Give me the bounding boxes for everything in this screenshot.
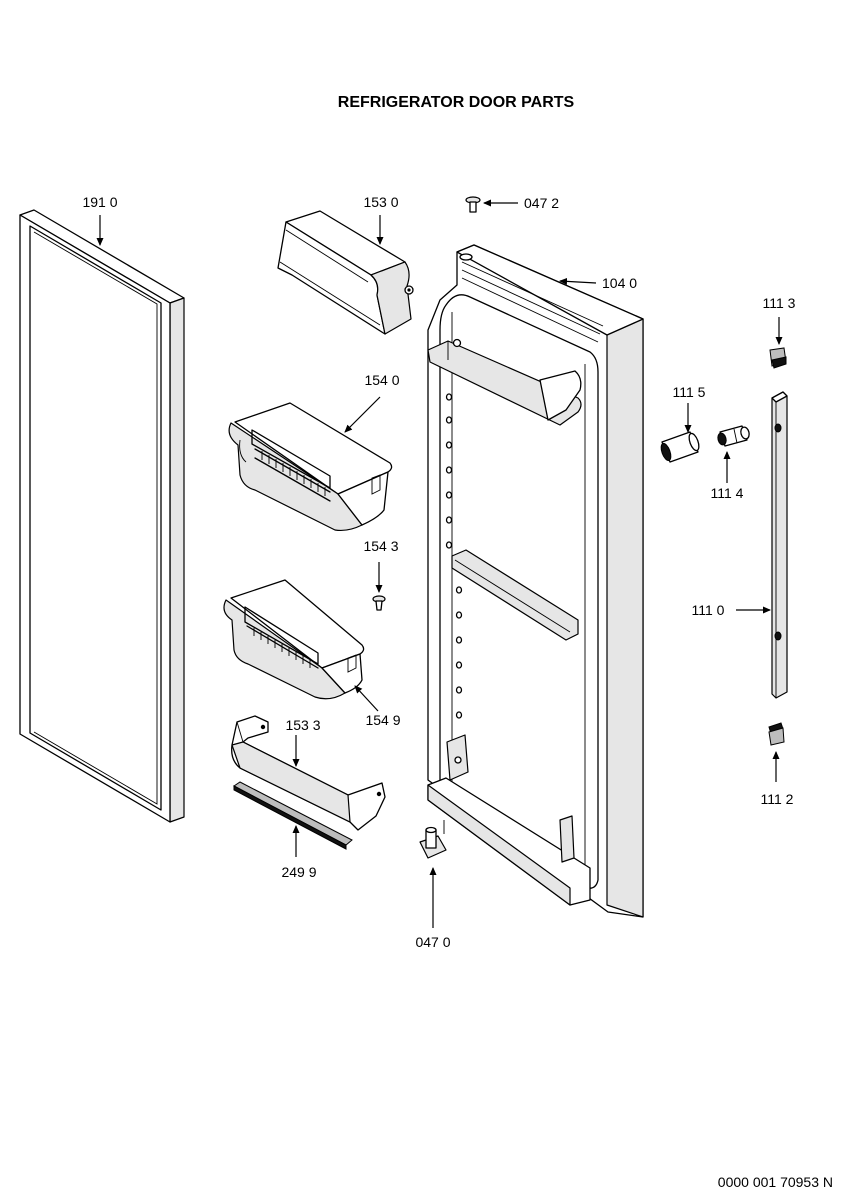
label-handle-end-cap-top: 111 3 [763, 295, 796, 311]
leader-154-0 [344, 396, 381, 433]
label-shelf-trim: 249 9 [281, 864, 316, 880]
label-hinge-pin: 047 0 [415, 934, 450, 950]
label-door-assembly: 104 0 [602, 275, 637, 291]
label-handle-spacer: 111 4 [711, 485, 744, 501]
door-assembly-drawing [427, 244, 644, 918]
label-door-bin-upper: 154 0 [364, 372, 399, 388]
door-cover-drawing [277, 210, 414, 335]
door-gasket-drawing [19, 209, 185, 823]
handle-bushing-drawing [660, 431, 700, 463]
label-handle-bushing: 111 5 [673, 384, 706, 400]
handle-end-cap-top-drawing [769, 347, 787, 369]
door-handle-drawing [771, 391, 788, 699]
label-screw-top: 047 2 [524, 195, 559, 211]
bin-clip-drawing [372, 595, 386, 611]
label-handle-end-cap-bottom: 111 2 [761, 791, 794, 807]
upper-door-bin-drawing [228, 402, 393, 532]
label-bin-clip: 154 3 [363, 538, 398, 554]
document-number: 0000 001 70953 N [718, 1174, 833, 1190]
dairy-shelf-drawing [231, 715, 386, 831]
leader-104-0 [559, 277, 597, 285]
label-dairy-shelf: 153 3 [285, 717, 320, 733]
leader-arrows [96, 199, 783, 928]
top-screw-drawing [465, 196, 481, 213]
handle-end-cap-bottom-drawing [768, 722, 785, 746]
leader-154-9 [354, 685, 379, 712]
diagram-title: REFRIGERATOR DOOR PARTS [338, 94, 575, 111]
shelf-trim-drawing [233, 781, 353, 850]
label-gasket: 191 0 [82, 194, 117, 210]
label-door-bin-lower: 154 9 [365, 712, 400, 728]
label-door-liner-cover: 153 0 [363, 194, 398, 210]
label-handle: 111 0 [692, 602, 725, 618]
lower-door-bin-drawing [223, 579, 365, 700]
hinge-pin-drawing [419, 820, 447, 859]
part-labels: 191 0 153 0 047 2 104 0 111 3 111 5 111 … [82, 194, 795, 950]
handle-spacer-drawing [717, 425, 750, 447]
